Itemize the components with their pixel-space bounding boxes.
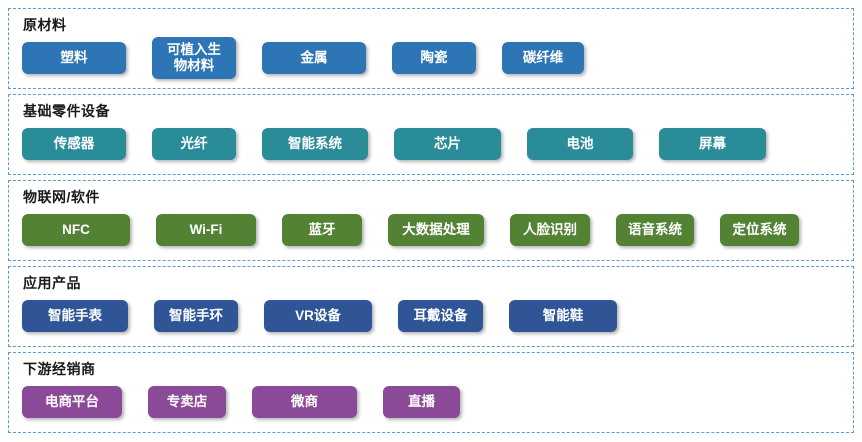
- node-basic-components-2: 智能系统: [262, 127, 368, 160]
- row-items-iot-software: NFC Wi-Fi 蓝牙大数据处理人脸识别语音系统定位系统: [9, 205, 853, 260]
- node-raw-materials-3: 陶瓷: [392, 41, 476, 74]
- row-label-downstream-distributors: 下游经销商: [23, 361, 96, 377]
- row-downstream-distributors: 下游经销商电商平台专卖店微商直播: [8, 352, 854, 433]
- node-basic-components-3: 芯片: [394, 127, 501, 160]
- row-label-iot-software: 物联网/软件: [23, 189, 100, 205]
- node-basic-components-4: 电池: [527, 127, 633, 160]
- node-downstream-distributors-1: 专卖店: [148, 385, 226, 418]
- node-application-products-3: 耳戴设备: [398, 299, 483, 332]
- node-iot-software-0: NFC: [22, 213, 130, 246]
- node-downstream-distributors-0: 电商平台: [22, 385, 122, 418]
- node-application-products-1: 智能手环: [154, 299, 238, 332]
- row-iot-software: 物联网/软件 NFC Wi-Fi 蓝牙大数据处理人脸识别语音系统定位系统: [8, 180, 854, 261]
- node-downstream-distributors-3: 直播: [383, 385, 460, 418]
- node-raw-materials-1: 可植入生物材料: [152, 36, 236, 79]
- row-items-basic-components: 传感器光纤智能系统芯片电池屏幕: [9, 119, 853, 174]
- node-iot-software-5: 语音系统: [616, 213, 694, 246]
- row-label-basic-components: 基础零件设备: [23, 103, 110, 119]
- node-basic-components-5: 屏幕: [659, 127, 766, 160]
- node-iot-software-4: 人脸识别: [510, 213, 590, 246]
- node-basic-components-1: 光纤: [152, 127, 236, 160]
- node-application-products-4: 智能鞋: [509, 299, 617, 332]
- node-application-products-0: 智能手表: [22, 299, 128, 332]
- row-raw-materials: 原材料塑料可植入生物材料金属陶瓷碳纤维: [8, 8, 854, 89]
- row-basic-components: 基础零件设备传感器光纤智能系统芯片电池屏幕: [8, 94, 854, 175]
- node-raw-materials-0: 塑料: [22, 41, 126, 74]
- node-iot-software-2: 蓝牙: [282, 213, 362, 246]
- row-items-application-products: 智能手表智能手环 VR设备耳戴设备智能鞋: [9, 291, 853, 346]
- row-items-downstream-distributors: 电商平台专卖店微商直播: [9, 377, 853, 432]
- industry-chain-diagram: 原材料塑料可植入生物材料金属陶瓷碳纤维基础零件设备传感器光纤智能系统芯片电池屏幕…: [8, 8, 854, 433]
- row-application-products: 应用产品智能手表智能手环 VR设备耳戴设备智能鞋: [8, 266, 854, 347]
- row-items-raw-materials: 塑料可植入生物材料金属陶瓷碳纤维: [9, 33, 853, 88]
- node-iot-software-6: 定位系统: [720, 213, 799, 246]
- row-label-application-products: 应用产品: [23, 275, 81, 291]
- node-application-products-2: VR设备: [264, 299, 372, 332]
- node-iot-software-1: Wi-Fi: [156, 213, 256, 246]
- node-iot-software-3: 大数据处理: [388, 213, 484, 246]
- row-label-raw-materials: 原材料: [23, 17, 67, 33]
- node-basic-components-0: 传感器: [22, 127, 126, 160]
- node-raw-materials-2: 金属: [262, 41, 366, 74]
- node-downstream-distributors-2: 微商: [252, 385, 357, 418]
- node-raw-materials-4: 碳纤维: [502, 41, 584, 74]
